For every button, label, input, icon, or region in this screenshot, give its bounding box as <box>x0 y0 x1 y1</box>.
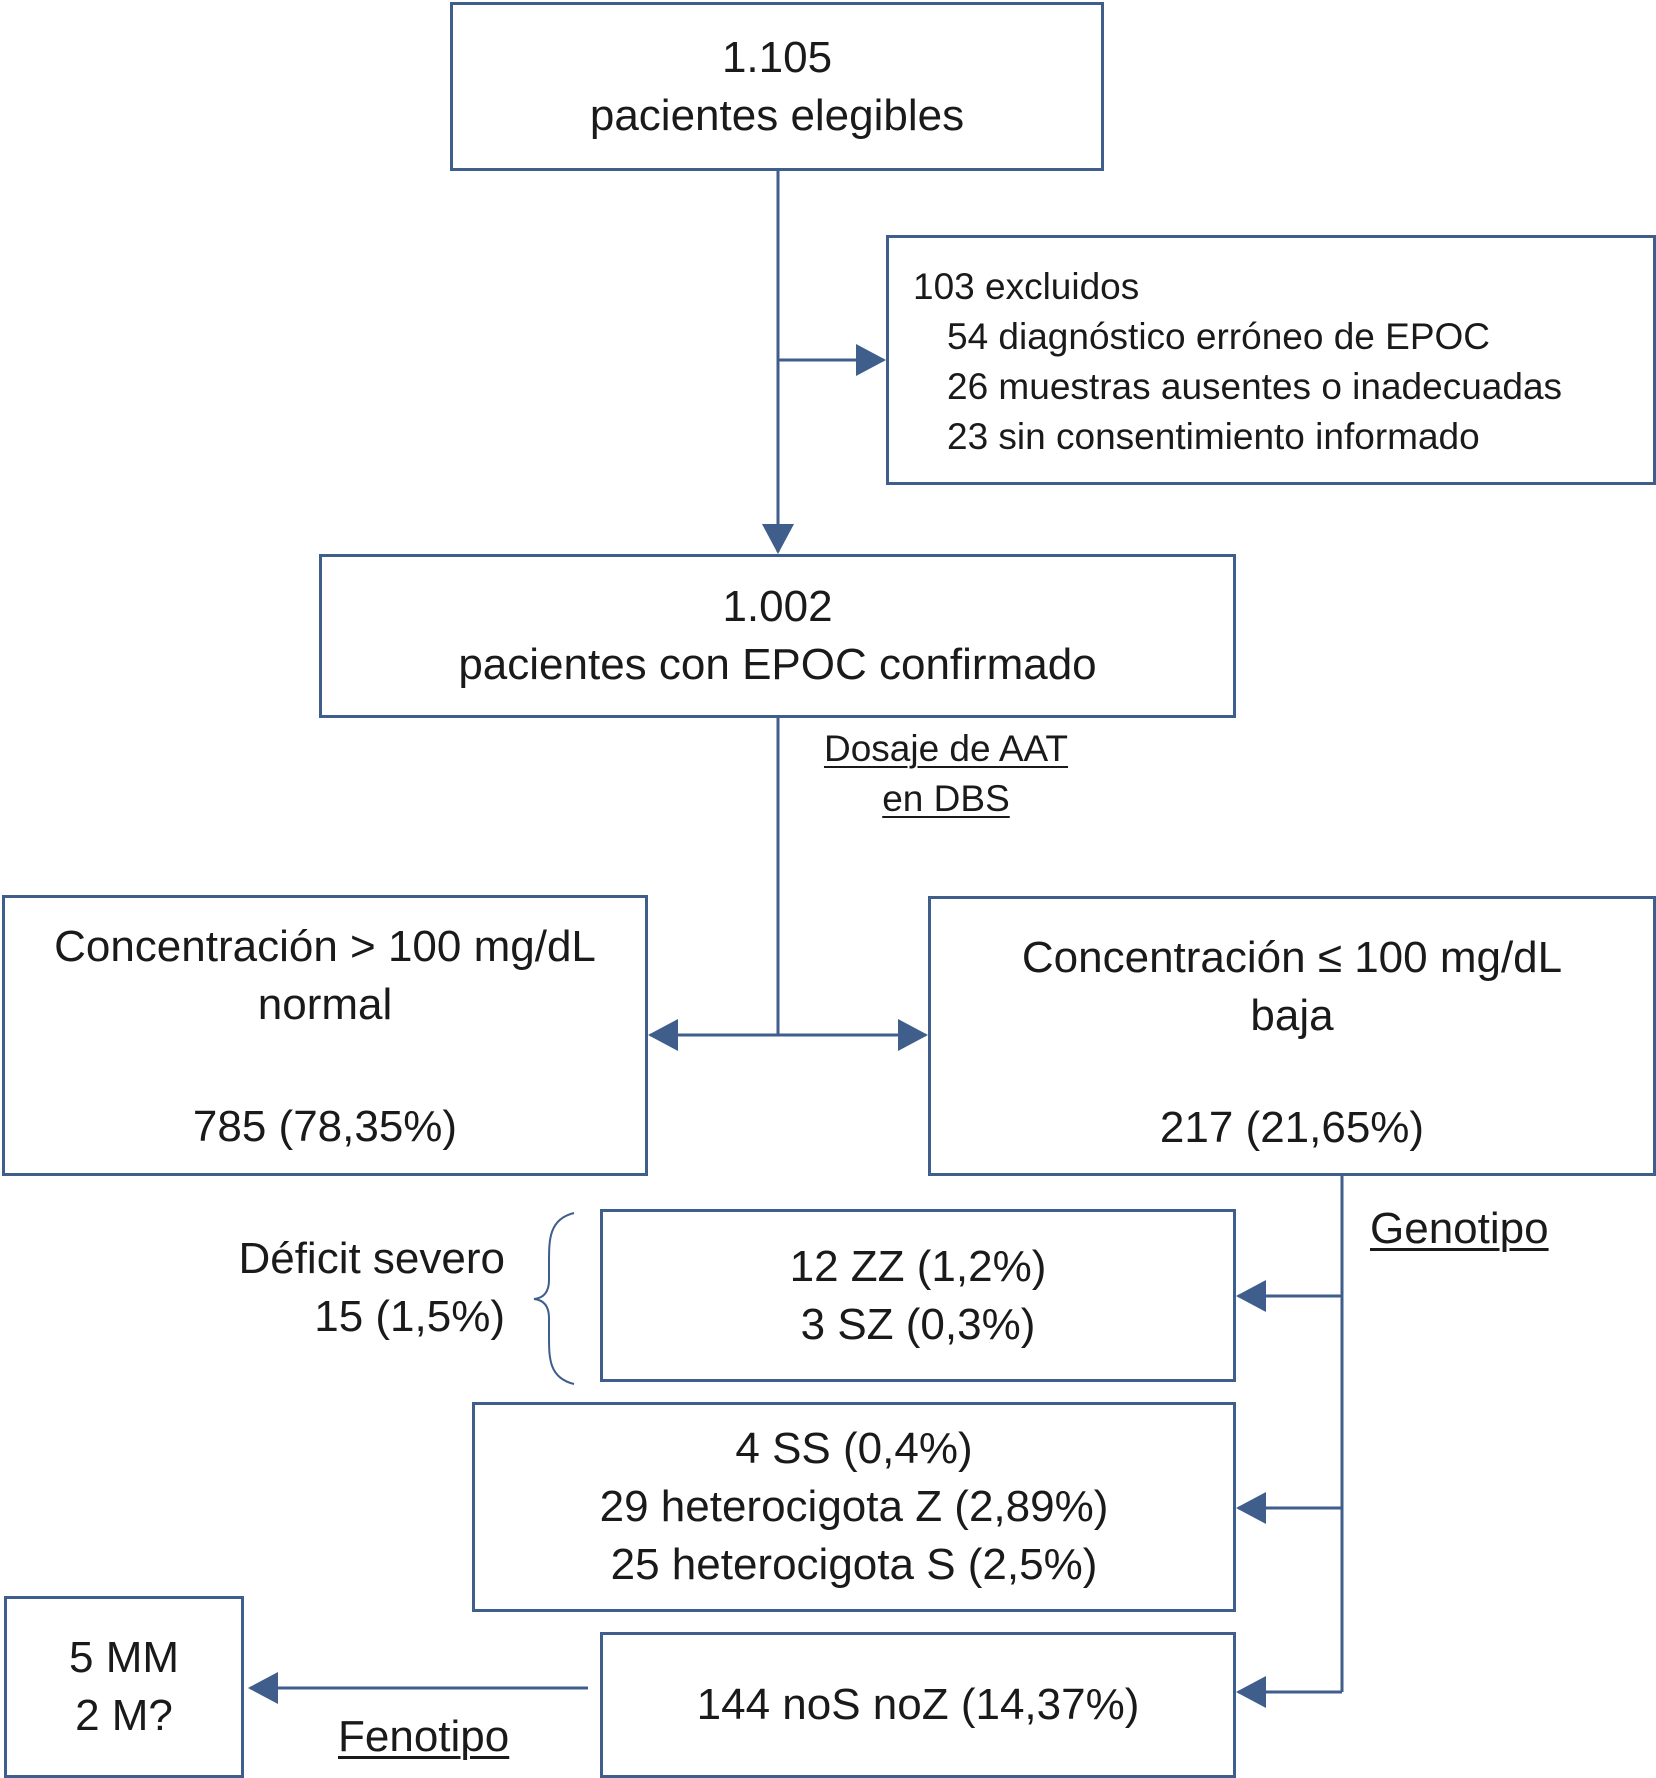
nos-noz-box: 144 noS noZ (14,37%) <box>600 1632 1236 1778</box>
dosage-label-line1: Dosaje de AAT <box>823 728 1069 769</box>
genotype-ss: 4 SS (0,4%) <box>735 1424 973 1473</box>
normal-value: 785 (78,35%) <box>192 1102 458 1151</box>
genotype-het-s: 25 heterocigota S (2,5%) <box>610 1540 1098 1589</box>
confirmed-label: pacientes con EPOC confirmado <box>458 640 1097 689</box>
genotype-label: Genotipo <box>1370 1204 1549 1253</box>
eligible-label: pacientes elegibles <box>589 90 965 140</box>
dosage-label-line2: en DBS <box>882 778 1010 819</box>
genotype-sz: 3 SZ (0,3%) <box>800 1299 1036 1349</box>
severe-deficit-label: Déficit severo 15 (1,5%) <box>180 1230 505 1346</box>
phenotype-mm: 5 MM <box>69 1633 179 1682</box>
excluded-reason: 23 sin consentimiento informado <box>947 416 1480 457</box>
intermediate-genotype-box: 4 SS (0,4%) 29 heterocigota Z (2,89%) 25… <box>472 1402 1236 1612</box>
phenotype-box: 5 MM 2 M? <box>4 1596 244 1778</box>
genotype-het-z: 29 heterocigota Z (2,89%) <box>599 1482 1109 1531</box>
excluded-box: 103 excluidos 54 diagnóstico erróneo de … <box>886 235 1656 485</box>
severe-genotype-box: 12 ZZ (1,2%) 3 SZ (0,3%) <box>600 1209 1236 1382</box>
normal-concentration-box: Concentración > 100 mg/dL normal 785 (78… <box>2 895 648 1176</box>
confirmed-copd-box: 1.002 pacientes con EPOC confirmado <box>319 554 1236 718</box>
severe-deficit-count: 15 (1,5%) <box>314 1292 505 1341</box>
confirmed-count: 1.002 <box>722 582 833 631</box>
excluded-title: 103 excluidos <box>913 266 1140 307</box>
normal-label: normal <box>257 980 393 1029</box>
dosage-label: Dosaje de AAT en DBS <box>796 724 1096 824</box>
genotype-nos-noz: 144 noS noZ (14,37%) <box>696 1680 1140 1729</box>
severe-deficit-title: Déficit severo <box>238 1234 505 1283</box>
genotype-zz: 12 ZZ (1,2%) <box>789 1241 1047 1291</box>
low-threshold: Concentración ≤ 100 mg/dL <box>1021 933 1563 982</box>
eligible-count: 1.105 <box>721 32 833 82</box>
low-concentration-box: Concentración ≤ 100 mg/dL baja 217 (21,6… <box>928 896 1656 1176</box>
normal-threshold: Concentración > 100 mg/dL <box>54 922 596 971</box>
eligible-patients-box: 1.105 pacientes elegibles <box>450 2 1104 171</box>
curly-brace <box>533 1212 575 1385</box>
excluded-reason: 26 muestras ausentes o inadecuadas <box>947 366 1563 407</box>
phenotype-m-unknown: 2 M? <box>75 1691 173 1740</box>
excluded-reason: 54 diagnóstico erróneo de EPOC <box>947 316 1491 357</box>
low-label: baja <box>1250 991 1334 1040</box>
phenotype-label: Fenotipo <box>338 1712 510 1761</box>
low-value: 217 (21,65%) <box>1159 1103 1425 1152</box>
